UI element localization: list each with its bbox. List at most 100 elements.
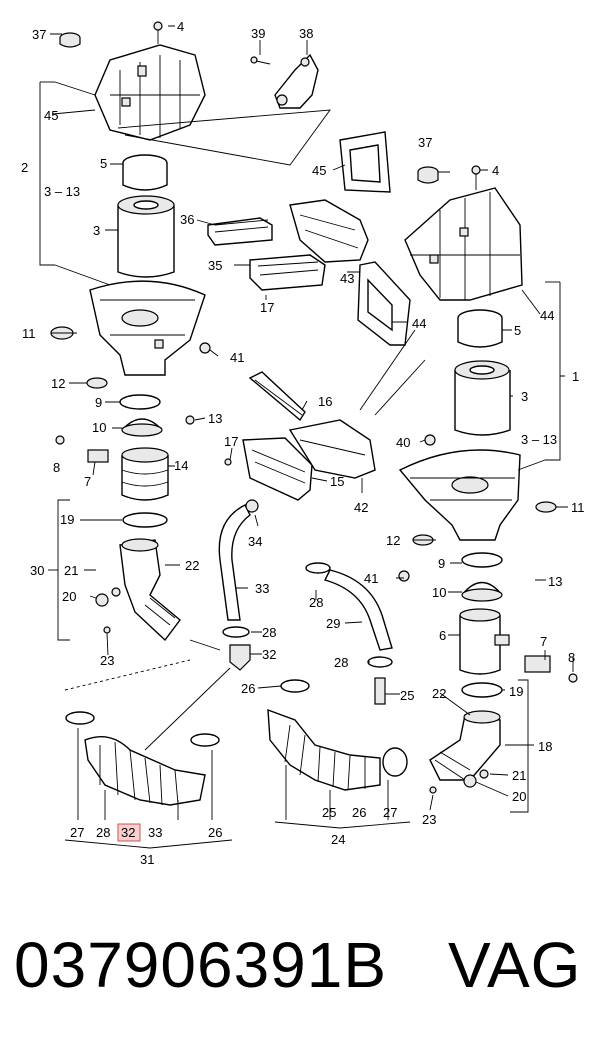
callout-26-bottom-mid: 26 [352, 805, 366, 820]
bolt-17-mid [224, 458, 232, 466]
callout-4-right: 4 [492, 163, 499, 178]
callout-29: 29 [326, 616, 340, 631]
air-filter-cover-left [94, 44, 206, 141]
callout-27-bottom: 27 [70, 825, 84, 840]
callout-3-right: 3 [521, 389, 528, 404]
o-ring-9-left [119, 394, 161, 410]
callout-17-top: 17 [260, 300, 274, 315]
callout-28-b: 28 [309, 595, 323, 610]
clamp-28-c [367, 656, 393, 668]
callout-36: 36 [180, 212, 194, 227]
filter-housing-lower-right [398, 449, 521, 541]
screw-8-right [568, 673, 578, 683]
clip-41-mid [398, 570, 410, 582]
tray-35 [249, 254, 326, 291]
sensor-14 [121, 447, 169, 501]
callout-33-bottom: 33 [148, 825, 162, 840]
intake-hose-right [267, 708, 381, 791]
callout-7-right: 7 [540, 634, 547, 649]
callout-26-mid: 26 [241, 681, 255, 696]
nut-21-right [479, 769, 489, 779]
callout-38: 38 [299, 26, 313, 41]
callout-5-right: 5 [514, 323, 521, 338]
callout-18: 18 [538, 739, 552, 754]
clamp-26-mid [280, 679, 310, 693]
callout-37-right: 37 [418, 135, 432, 150]
callout-7-left: 7 [84, 474, 91, 489]
callout-32-top: 32 [262, 647, 276, 662]
air-filter-cover-right [404, 187, 523, 301]
seal-5-right [457, 309, 503, 348]
nut-21-left [111, 587, 121, 597]
callout-23-right: 23 [422, 812, 436, 827]
connector-7-right [524, 655, 551, 673]
sensor-6 [459, 608, 510, 675]
frame-44-center [357, 261, 411, 346]
callout-21-right: 21 [512, 768, 526, 783]
callout-16: 16 [318, 394, 332, 409]
clamp-26-left [190, 733, 220, 747]
callout-28-a: 28 [262, 625, 276, 640]
callout-10-left: 10 [92, 420, 106, 435]
callout-13-right: 13 [548, 574, 562, 589]
callout-5-left: 5 [100, 156, 107, 171]
clip-40 [424, 434, 436, 446]
callout-13-left: 13 [208, 411, 222, 426]
bolt-13-left [185, 415, 195, 425]
clamp-28-a [222, 626, 250, 638]
grommet-12-left [86, 377, 108, 389]
grommet-37-right [417, 166, 439, 184]
bushing-20-right [463, 774, 477, 788]
callout-42: 42 [354, 500, 368, 515]
callout-12-left: 12 [51, 376, 65, 391]
clamp-27-right [382, 747, 408, 777]
grommet-11-right [535, 501, 557, 513]
callout-10-right: 10 [432, 585, 446, 600]
callout-14: 14 [174, 458, 188, 473]
cap-10-left [121, 418, 163, 437]
tray-15 [242, 437, 313, 501]
callout-11-left: 11 [22, 326, 36, 341]
clamp-27-left [65, 711, 95, 725]
callout-21-left: 21 [64, 563, 78, 578]
filter-housing-lower-left [89, 280, 206, 376]
callout-6: 6 [439, 628, 446, 643]
cover-plate-36 [207, 217, 273, 246]
callout-28-bottom: 28 [96, 825, 110, 840]
clamp-19-left [122, 512, 168, 528]
callout-45-left: 45 [44, 108, 58, 123]
bracket-38 [274, 53, 319, 109]
callout-12-right: 12 [386, 533, 400, 548]
callout-35: 35 [208, 258, 222, 273]
bolt-23-left [103, 626, 111, 634]
callout-37-top-left: 37 [32, 27, 46, 42]
callout-26-bottom: 26 [208, 825, 222, 840]
filter-element-3-right [454, 360, 511, 436]
callout-32-highlighted[interactable]: 32 [121, 825, 135, 840]
callout-41-mid: 41 [364, 571, 378, 586]
clamp-19-right [461, 682, 503, 698]
cap-10-right [461, 581, 503, 602]
filter-element-3-left [117, 195, 175, 278]
intake-hose-left [84, 736, 206, 806]
callout-23-left: 23 [100, 653, 114, 668]
callout-15: 15 [330, 474, 344, 489]
frame-45-center [339, 131, 391, 193]
callout-9-right: 9 [438, 556, 445, 571]
callout-28-c: 28 [334, 655, 348, 670]
callout-25-bottom: 25 [322, 805, 336, 820]
duct-43 [289, 199, 369, 263]
hose-29 [323, 569, 393, 651]
callout-20-right: 20 [512, 789, 526, 804]
callout-8-right: 8 [568, 650, 575, 665]
callout-25-top: 25 [400, 688, 414, 703]
callout-17-mid: 17 [224, 434, 238, 449]
callout-41-left: 41 [230, 350, 244, 365]
callout-4-top-left: 4 [177, 19, 184, 34]
callout-11-right: 11 [571, 500, 585, 515]
seal-5-left [122, 154, 168, 191]
screw-8-left [55, 435, 65, 445]
pipe-32 [229, 644, 251, 671]
bolt-4-right [471, 165, 481, 190]
callout-20-left: 20 [62, 589, 76, 604]
